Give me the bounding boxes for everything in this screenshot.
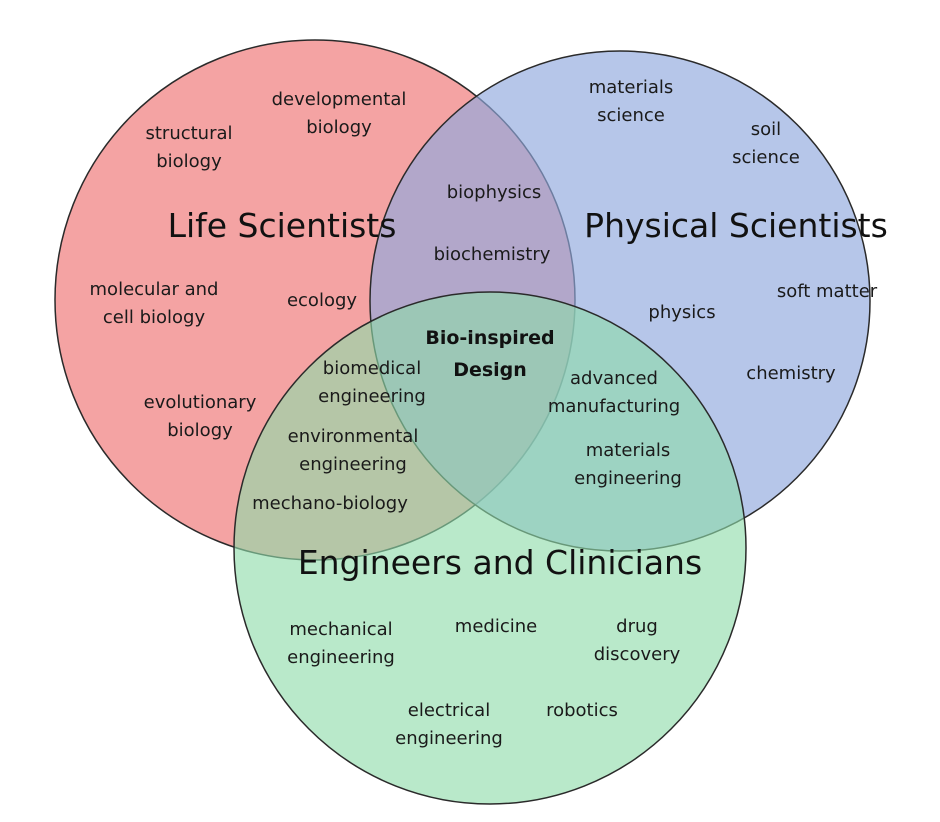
soil-science-label: soil science — [732, 119, 800, 168]
engineers-clinicians-heading: Engineers and Clinicians — [297, 543, 703, 582]
robotics-label: robotics — [546, 700, 618, 721]
ecology-label: ecology — [286, 290, 358, 311]
medicine-label: medicine — [454, 616, 538, 637]
evolutionary-biology-label: evolutionary biology — [143, 392, 257, 441]
materials-engineering-label: materials engineering — [574, 440, 682, 489]
life-scientists-heading: Life Scientists — [167, 206, 397, 245]
mechanical-engineering-label: mechanical engineering — [287, 619, 395, 668]
soft-matter-label: soft matter — [776, 281, 878, 302]
physics-label: physics — [648, 302, 716, 323]
physical-scientists-heading: Physical Scientists — [584, 206, 888, 245]
biophysics-label: biophysics — [446, 182, 542, 203]
electrical-engineering-label: electrical engineering — [395, 700, 503, 749]
biochemistry-label: biochemistry — [433, 244, 551, 265]
mechano-biology-label: mechano-biology — [252, 493, 408, 514]
environmental-engineering-label: environmental engineering — [287, 426, 419, 475]
engineers-clinicians-circle — [233, 291, 747, 805]
developmental-biology-label: developmental biology — [271, 89, 407, 138]
materials-science-label: materials science — [588, 77, 674, 126]
bio-inspired-design-label: Bio-inspired Design — [425, 327, 555, 381]
chemistry-label: chemistry — [746, 363, 836, 384]
biomedical-engineering-label: biomedical engineering — [318, 358, 426, 407]
drug-discovery-label: drug discovery — [593, 616, 681, 665]
molecular-cell-biology-label: molecular and cell biology — [89, 279, 219, 328]
advanced-manufacturing-label: advanced manufacturing — [547, 368, 681, 417]
structural-biology-label: structural biology — [145, 123, 233, 172]
